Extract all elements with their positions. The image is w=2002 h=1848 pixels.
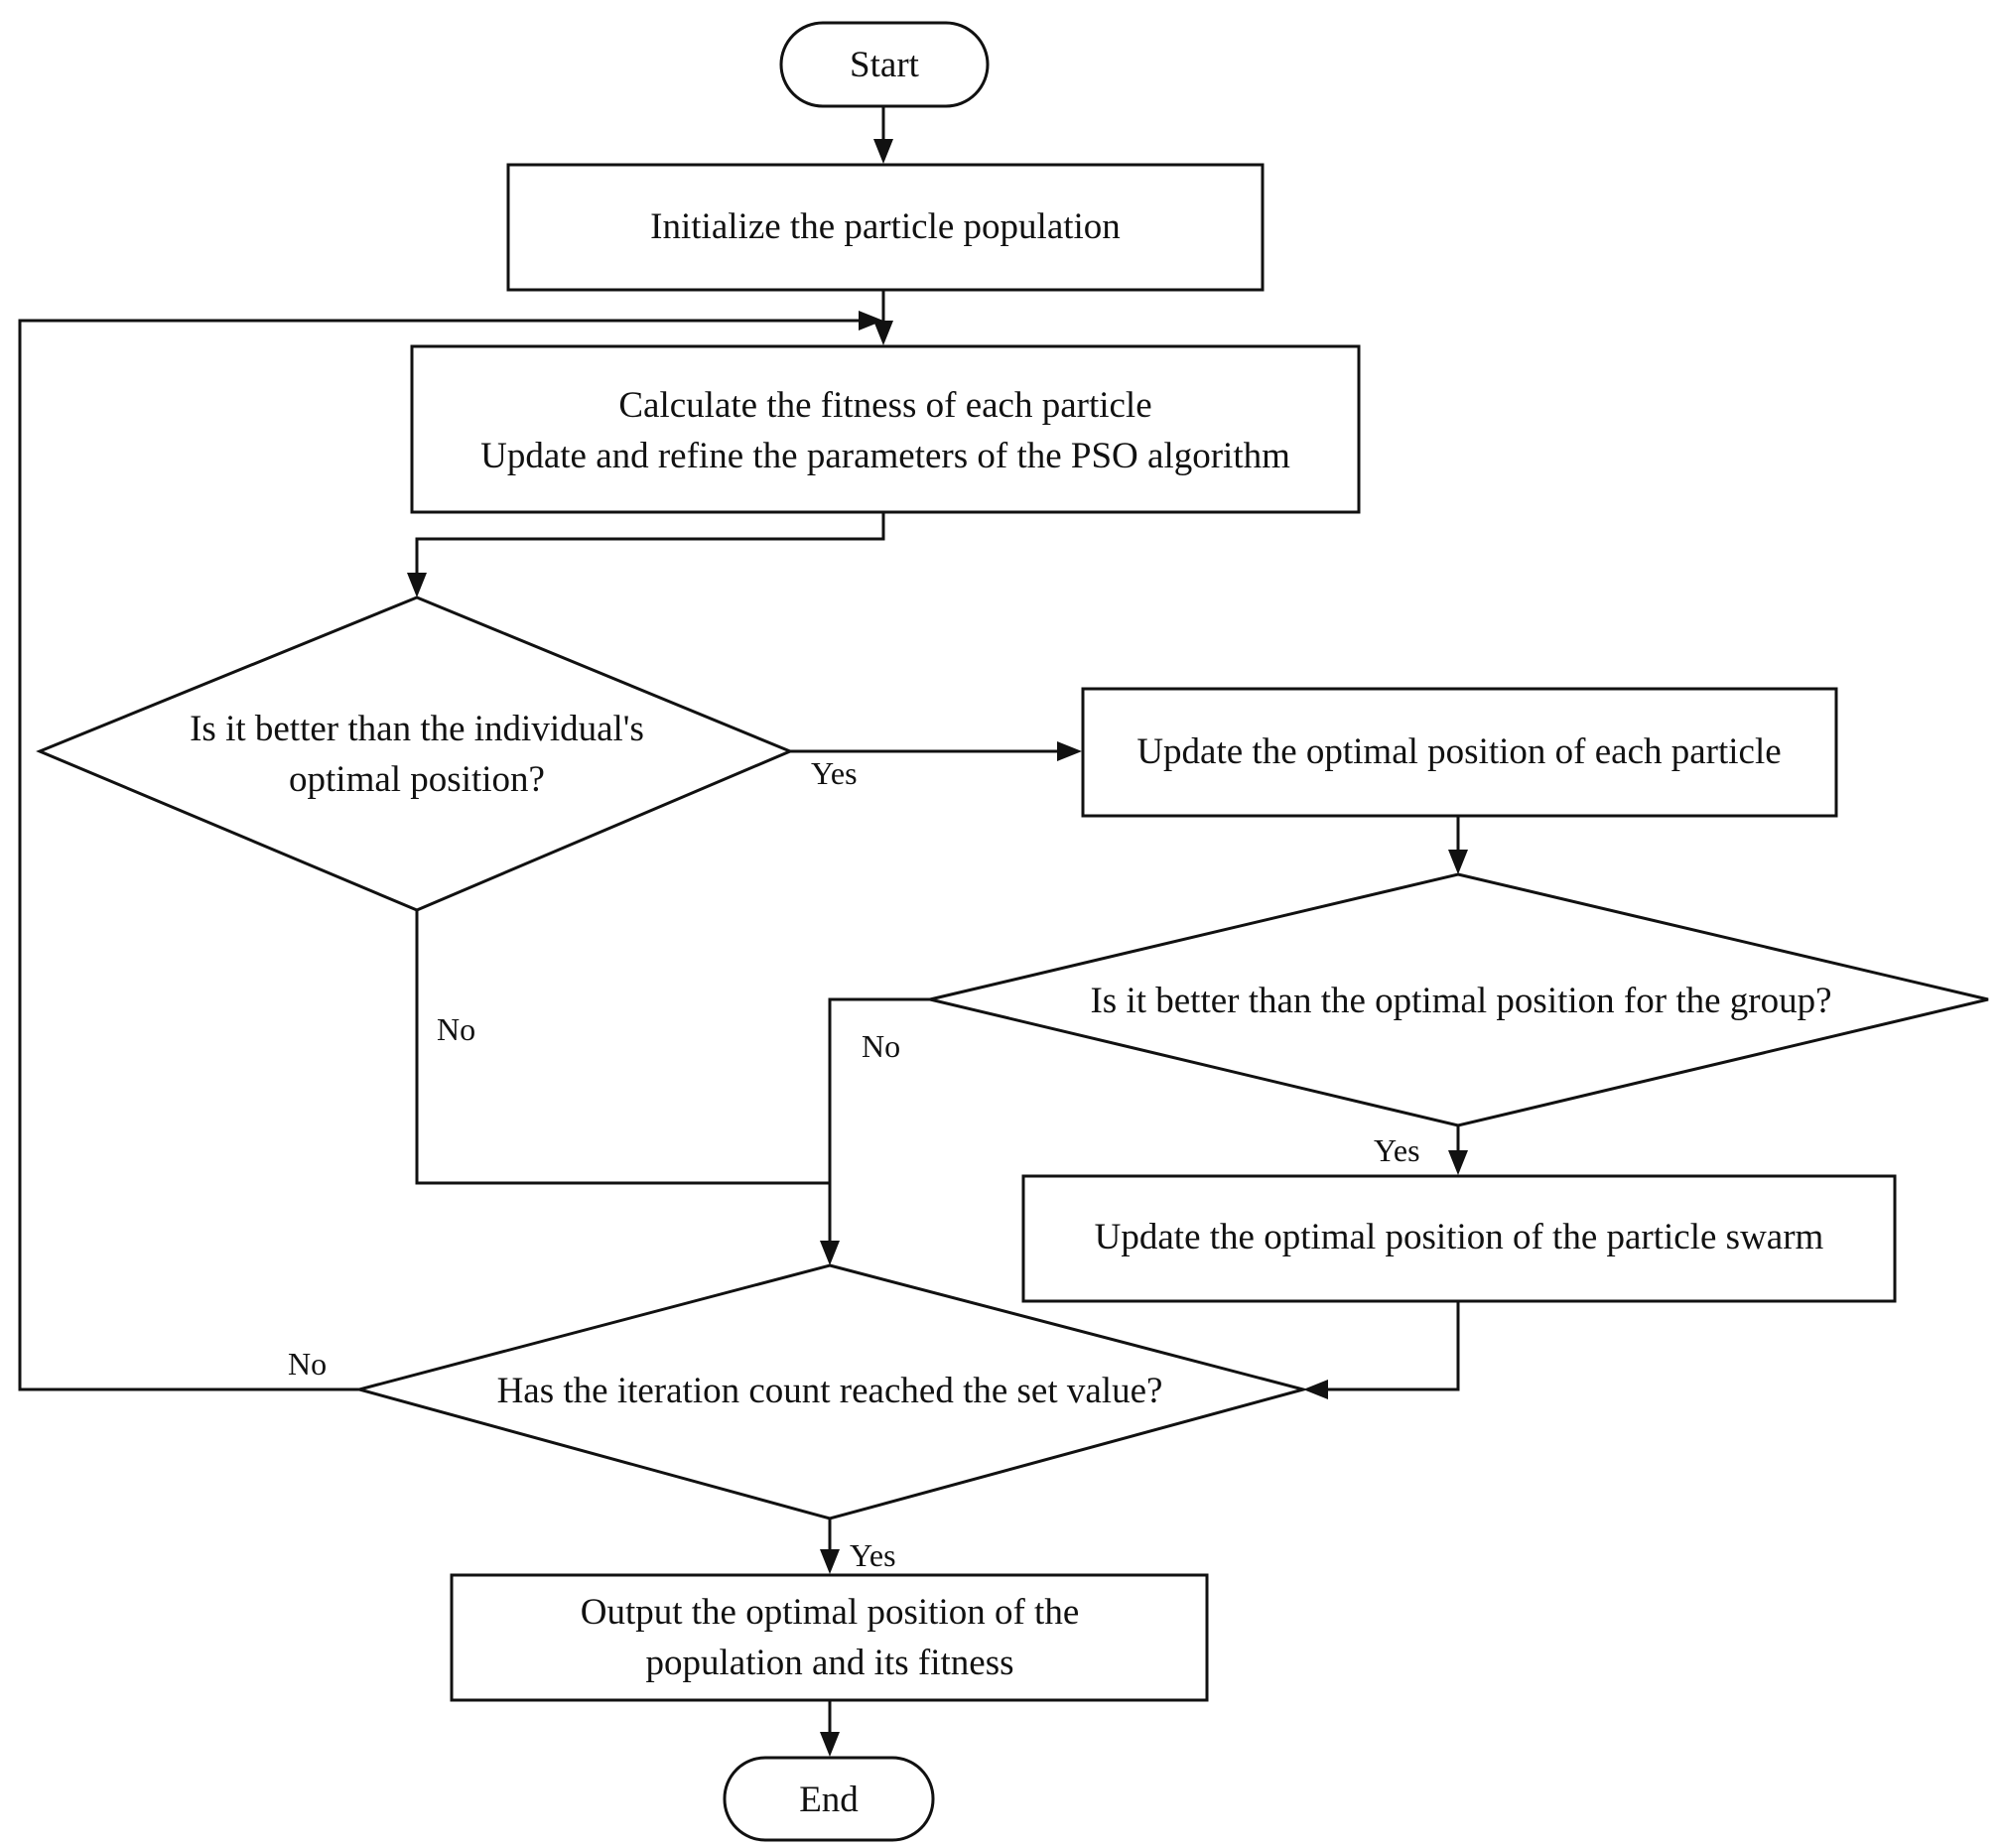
edge-calc-to-decision-individual	[407, 512, 885, 597]
calc-node: Calculate the fitness of each particle U…	[410, 344, 1361, 514]
edge-start-to-init	[873, 106, 893, 164]
edge-output-to-end	[820, 1700, 840, 1757]
update-particle-label: Update the optimal position of each part…	[1136, 731, 1781, 772]
decision-iteration-node: Has the iteration count reached the set …	[353, 1263, 1309, 1520]
output-label-line2: population and its fitness	[646, 1643, 1014, 1683]
edge-label-group-yes: Yes	[1374, 1132, 1420, 1168]
start-node: Start	[779, 21, 990, 108]
decision-individual-node: Is it better than the individual's optim…	[36, 595, 794, 912]
end-label: End	[799, 1780, 859, 1820]
edge-init-to-calc	[873, 290, 893, 345]
output-node: Output the optimal position of the popul…	[450, 1573, 1209, 1702]
decision-group-node: Is it better than the optimal position f…	[929, 872, 1989, 1127]
update-particle-node: Update the optimal position of each part…	[1081, 687, 1838, 818]
calc-label-line2: Update and refine the parameters of the …	[480, 436, 1290, 476]
edge-update-swarm-to-decision-iteration	[1303, 1301, 1460, 1399]
edge-group-yes	[1448, 1125, 1468, 1175]
edge-label-group-no: No	[862, 1028, 900, 1064]
edge-individual-no	[415, 910, 830, 1185]
edge-label-individual-yes: Yes	[811, 755, 858, 791]
edge-iteration-yes	[820, 1518, 840, 1574]
init-label: Initialize the particle population	[650, 206, 1121, 247]
start-label: Start	[850, 45, 920, 85]
update-swarm-node: Update the optimal position of the parti…	[1021, 1174, 1897, 1303]
edge-iteration-no-loop	[18, 311, 883, 1391]
edge-update-particle-to-decision-group	[1448, 816, 1468, 874]
end-node: End	[723, 1756, 935, 1842]
decision-iteration-label: Has the iteration count reached the set …	[497, 1371, 1163, 1411]
edge-label-iteration-yes: Yes	[850, 1537, 896, 1573]
decision-individual-line1: Is it better than the individual's	[190, 709, 644, 749]
update-swarm-label: Update the optimal position of the parti…	[1095, 1217, 1824, 1257]
decision-group-label: Is it better than the optimal position f…	[1090, 981, 1831, 1021]
calc-label-line1: Calculate the fitness of each particle	[618, 385, 1151, 426]
edge-label-individual-no: No	[437, 1011, 475, 1047]
decision-individual-line2: optimal position?	[289, 759, 545, 800]
edge-individual-yes	[790, 741, 1082, 761]
edge-group-no	[820, 997, 930, 1265]
init-node: Initialize the particle population	[506, 163, 1265, 292]
edge-label-iteration-no: No	[288, 1346, 327, 1382]
output-label-line1: Output the optimal position of the	[581, 1592, 1080, 1633]
